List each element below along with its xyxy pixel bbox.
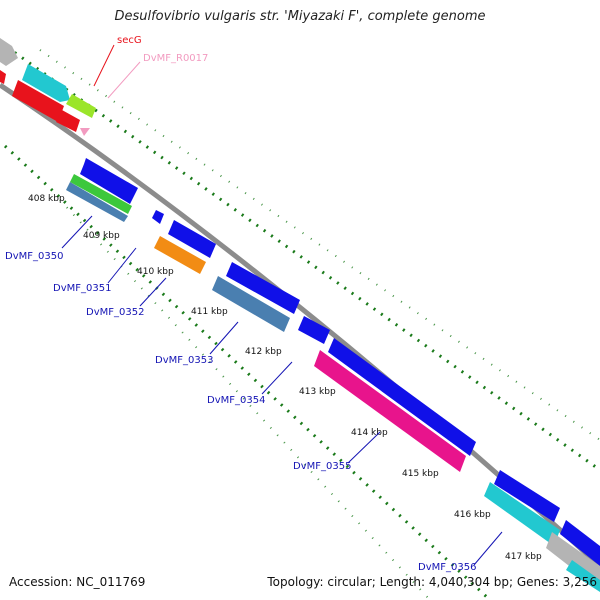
gene-label-dvmf-0351: DvMF_0351 (53, 283, 111, 294)
gene-red-1 (12, 80, 64, 122)
tick-label-411: 411 kbp (191, 307, 228, 317)
gene-steel-2 (212, 276, 290, 332)
leader-dvmf-0351 (107, 247, 137, 284)
tick-label-416: 416 kbp (454, 510, 491, 520)
gene-label-dvmf-r0017: DvMF_R0017 (143, 53, 208, 64)
accession-label: Accession: NC_011769 (9, 575, 146, 589)
gene-steel-1 (66, 182, 128, 222)
gene-label-dvmf-0354: DvMF_0354 (207, 395, 265, 406)
gene-gray-fwd (0, 38, 18, 66)
inner-dotted-track (3, 144, 492, 600)
tick-label-408: 408 kbp (28, 194, 65, 204)
leader-dvmf-0355 (347, 431, 381, 464)
tick-label-409: 409 kbp (83, 231, 120, 241)
forward-strand-genes (0, 38, 600, 566)
outer-dotted-track-2 (39, 49, 600, 441)
gene-label-dvmf-0352: DvMF_0352 (86, 307, 144, 318)
gene-magenta (314, 350, 466, 472)
gene-label-dvmf-0356: DvMF_0356 (418, 562, 476, 573)
reverse-strand-genes (0, 70, 600, 592)
tick-label-412: 412 kbp (245, 347, 282, 357)
gene-blue-5 (298, 316, 330, 344)
gene-label-dvmf-0350: DvMF_0350 (5, 251, 63, 262)
gene-green (70, 174, 132, 214)
gene-cyan-1 (22, 64, 70, 102)
leader-dvmf-0353 (209, 321, 239, 355)
leader-dvmf-0354 (261, 361, 293, 395)
tick-labels: 408 kbp 409 kbp 410 kbp 411 kbp 412 kbp … (28, 194, 542, 562)
gene-label-dvmf-0353: DvMF_0353 (155, 355, 213, 366)
tick-label-413: 413 kbp (299, 387, 336, 397)
leader-dvmf-r0017 (107, 61, 141, 99)
leader-dvmf-0356 (473, 531, 503, 566)
gene-label-secg: secG (117, 35, 142, 46)
gene-cyan-3 (566, 560, 600, 592)
gene-blue-1 (80, 158, 138, 204)
gene-orange (154, 236, 206, 274)
tick-label-417: 417 kbp (505, 552, 542, 562)
gene-blue-6 (328, 338, 476, 456)
map-title: Desulfovibrio vulgaris str. 'Miyazaki F'… (114, 9, 486, 24)
gene-blue-2 (152, 210, 164, 224)
dotted-tracks (0, 40, 600, 600)
leader-dvmf-0350 (61, 215, 93, 249)
gene-label-dvmf-0355: DvMF_0355 (293, 461, 351, 472)
tick-label-414: 414 kbp (351, 428, 388, 438)
leader-dvmf-0352 (139, 277, 167, 307)
gene-blue-7 (494, 470, 560, 522)
gene-blue-4 (226, 262, 300, 314)
gene-lime (66, 94, 96, 118)
leader-secg (93, 44, 115, 87)
leader-lines (61, 44, 503, 566)
gene-pink-arrow (80, 128, 90, 136)
gene-labels: secG DvMF_R0017 DvMF_0350 DvMF_0351 DvMF… (5, 35, 476, 573)
gene-blue-8 (560, 520, 600, 566)
tick-label-415: 415 kbp (402, 469, 439, 479)
tick-label-410: 410 kbp (137, 267, 174, 277)
gene-red-2 (56, 110, 80, 132)
genome-summary: Topology: circular; Length: 4,040,304 bp… (267, 575, 597, 589)
gene-red-edge (0, 70, 6, 84)
gene-cyan-2 (484, 482, 560, 546)
gene-blue-3 (168, 220, 216, 258)
